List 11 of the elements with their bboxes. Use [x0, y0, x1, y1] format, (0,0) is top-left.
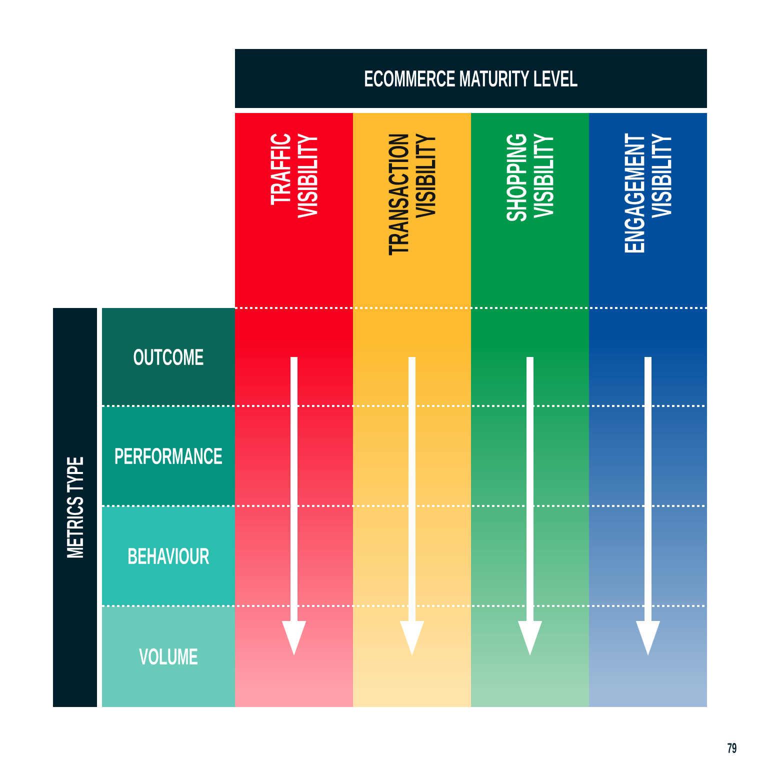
page-number: 79 [728, 743, 736, 753]
column-title: SHOPPING VISIBILITY [506, 133, 554, 222]
row-box: VOLUME [102, 606, 235, 707]
side-header-bar: METRICS TYPE [53, 308, 97, 708]
column-title: ENGAGEMENT VISIBILITY [624, 133, 672, 252]
row-box: BEHAVIOUR [102, 506, 235, 606]
row-box: OUTCOME [102, 308, 235, 406]
column-title: TRANSACTION VISIBILITY [388, 133, 436, 256]
column-title: TRAFFIC VISIBILITY [270, 133, 318, 218]
row-box: PERFORMANCE [102, 406, 235, 506]
header-bar: ECOMMERCE MATURITY LEVEL [235, 49, 708, 108]
